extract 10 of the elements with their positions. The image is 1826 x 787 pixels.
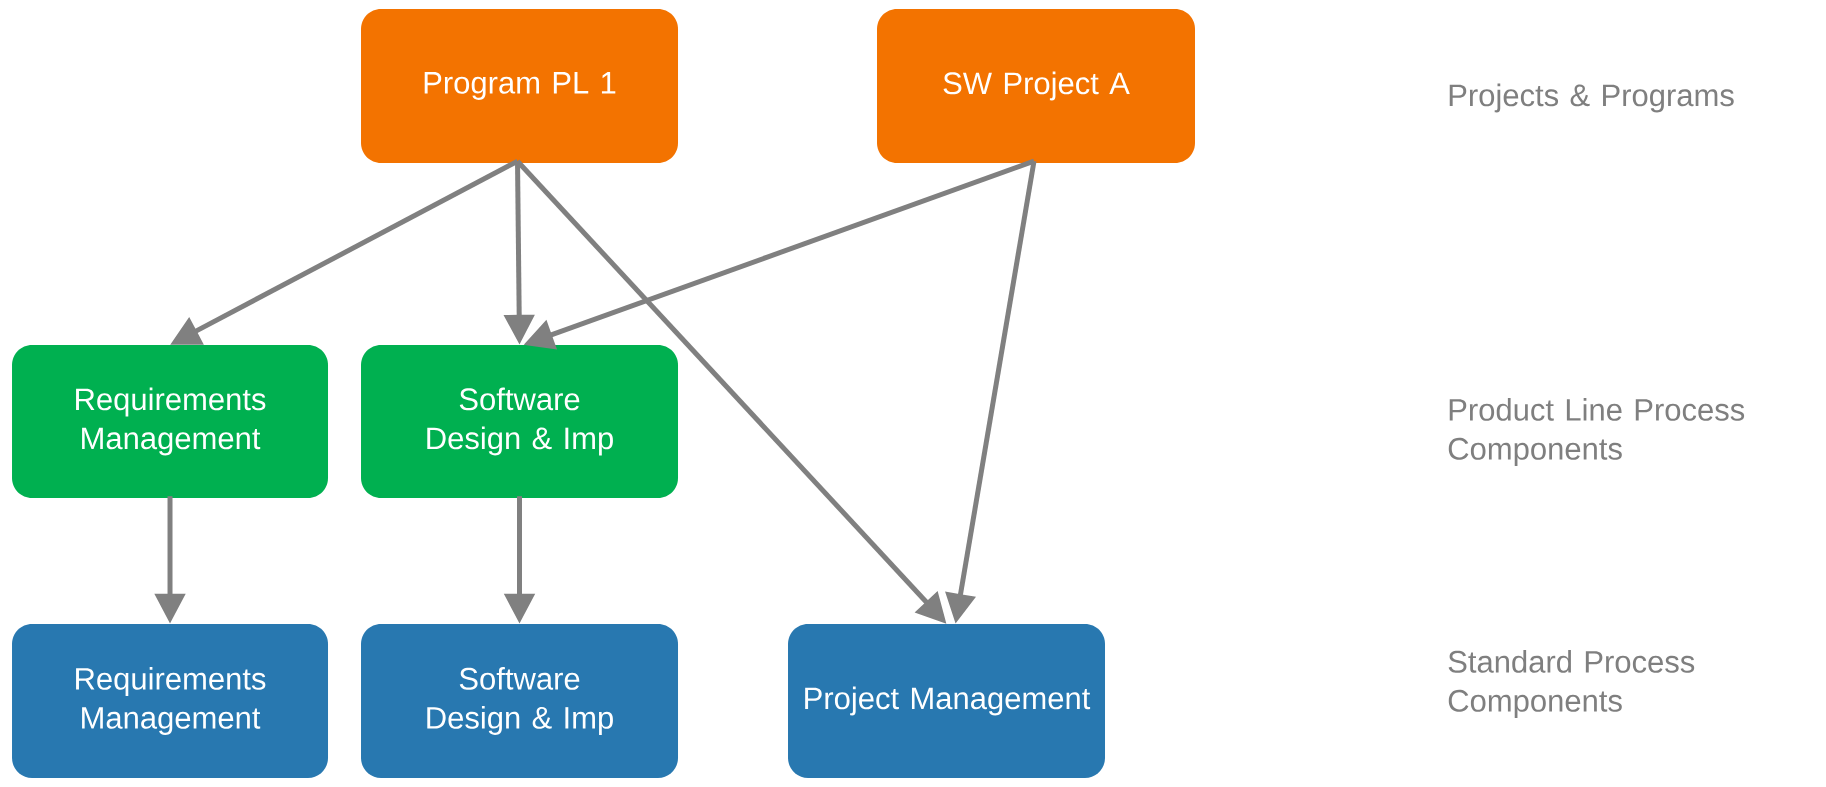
level-label: Standard Process Components [1448,650,1695,718]
process-box: Requirements Management [12,345,328,498]
level-label: Projects & Programs [1449,83,1734,113]
process-box: Software Design & Imp [361,345,678,498]
process-box: Requirements Management [12,624,328,778]
process-box: Project Management [788,624,1105,778]
level-label: Product Line Process Components [1448,398,1745,466]
process-box: SW Project A [877,9,1195,163]
process-box: Program PL 1 [361,9,678,163]
process-box: Software Design & Imp [361,624,678,778]
